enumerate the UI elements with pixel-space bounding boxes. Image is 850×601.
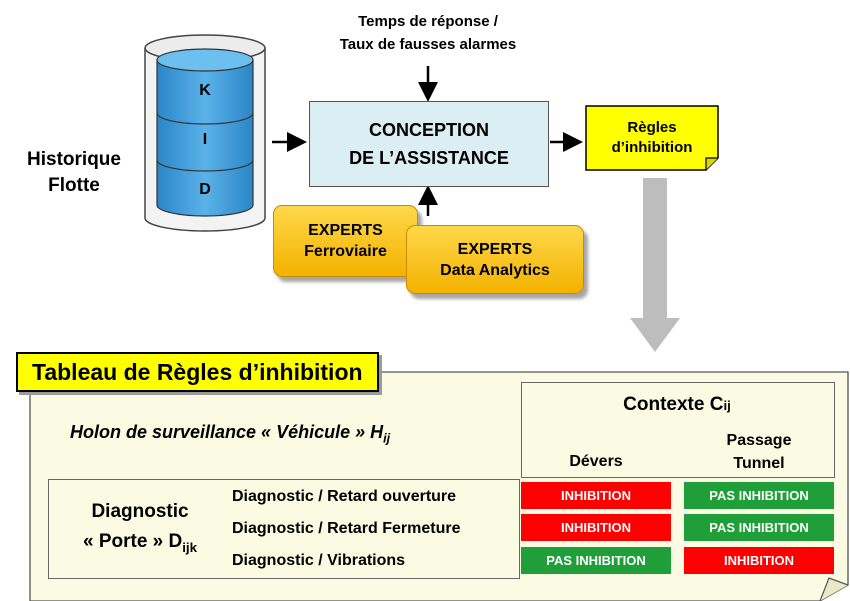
criteria-label: Temps de réponse / Taux de fausses alarm… (300, 8, 556, 58)
cell-devers-row1: INHIBITION (521, 482, 671, 509)
history-line1: Historique (27, 149, 121, 170)
experts-rail-box: EXPERTS Ferroviaire (273, 205, 418, 277)
table-row-label: Diagnostic / Retard ouverture (232, 488, 457, 505)
cell-tunnel-row3: INHIBITION (684, 547, 834, 574)
holon-sub: ij (383, 431, 391, 446)
diagnostic-label: Diagnostic « Porte » Dijk (60, 493, 220, 567)
rules-note-line2: d’inhibition (611, 139, 693, 156)
context-sub: ij (723, 397, 731, 413)
cell-tunnel-row2: PAS INHIBITION (684, 514, 834, 541)
db-layer-d: D (199, 181, 211, 198)
rules-note-line1: Règles (627, 119, 677, 136)
conception-box: CONCEPTION DE L’ASSISTANCE (309, 101, 549, 187)
experts-data-box: EXPERTS Data Analytics (406, 225, 584, 294)
rules-note: Règles d’inhibition (586, 110, 718, 166)
criteria-line1: Temps de réponse / (358, 13, 498, 30)
table-row-label: Diagnostic / Vibrations (232, 552, 406, 569)
context-box (521, 382, 835, 478)
conception-line2: DE L’ASSISTANCE (349, 148, 509, 168)
cell-tunnel-row1: PAS INHIBITION (684, 482, 834, 509)
holon-text: Holon de surveillance « Véhicule » H (70, 422, 384, 442)
col-devers: Dévers (569, 453, 623, 470)
table-title: Tableau de Règles d’inhibition (16, 352, 379, 392)
col-passage-tunnel: Passage Tunnel (684, 428, 834, 476)
table-row-label: Diagnostic / Retard Fermeture (232, 520, 461, 537)
col-passage-line1: Passage (726, 432, 792, 449)
diagnostic-line2: « Porte » Dijk (83, 527, 197, 563)
experts-data-line2: Data Analytics (440, 261, 550, 279)
cell-devers-row3: PAS INHIBITION (521, 547, 671, 574)
context-title-text: Contexte C (623, 394, 724, 415)
experts-rail-line1: EXPERTS (308, 222, 383, 239)
history-line2: Flotte (48, 175, 100, 196)
db-layer-i: I (202, 131, 208, 148)
db-layer-k: K (199, 82, 211, 99)
criteria-line2: Taux de fausses alarmes (339, 36, 517, 53)
conception-line1: CONCEPTION (368, 120, 489, 140)
database-icon (144, 34, 266, 232)
experts-rail-line2: Ferroviaire (304, 243, 387, 260)
big-down-arrow (630, 178, 680, 352)
holon-label: Holon de surveillance « Véhicule » Hij (70, 422, 390, 446)
experts-data-line1: EXPERTS (457, 240, 533, 258)
col-passage-line2: Tunnel (733, 455, 785, 472)
diagnostic-line2-text: « Porte » D (82, 531, 183, 553)
diagnostic-line1: Diagnostic (91, 501, 189, 523)
diagnostic-box (48, 479, 520, 579)
diagnostic-sub: ijk (182, 539, 198, 555)
history-label: Historique Flotte (14, 145, 134, 201)
cell-devers-row2: INHIBITION (521, 514, 671, 541)
